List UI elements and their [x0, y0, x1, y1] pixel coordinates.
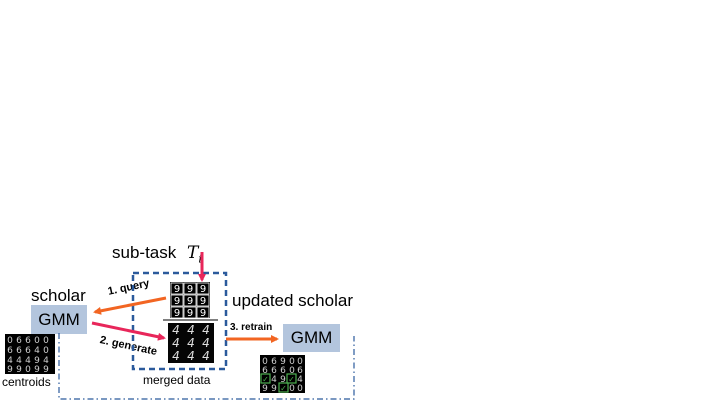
updated-scholar-label: updated scholar	[232, 291, 353, 310]
svg-text:9: 9	[271, 384, 277, 394]
updated-gmm-box: GMM	[283, 324, 340, 352]
svg-text:9: 9	[200, 296, 206, 307]
svg-text:6: 6	[25, 346, 31, 356]
svg-text:✓: ✓	[262, 375, 269, 384]
query-step-label: 1. query	[106, 277, 151, 298]
svg-text:4: 4	[34, 346, 40, 356]
svg-text:6: 6	[16, 336, 22, 346]
svg-text:6: 6	[271, 357, 277, 367]
updated-gmm-label: GMM	[290, 328, 333, 347]
svg-text:0: 0	[297, 384, 303, 394]
scholar-label: scholar	[31, 286, 86, 305]
svg-text:6: 6	[297, 366, 303, 376]
scholar-gmm-box: GMM	[31, 305, 87, 334]
svg-text:9: 9	[187, 308, 193, 319]
subtask-symbol: Ti	[186, 243, 202, 266]
svg-text:4: 4	[7, 356, 13, 366]
svg-text:0: 0	[289, 357, 295, 367]
generate-step-label: 2. generate	[98, 334, 159, 358]
centroids-label: centroids	[2, 375, 51, 389]
svg-text:4: 4	[187, 336, 195, 350]
svg-text:9: 9	[16, 365, 22, 375]
svg-text:4: 4	[172, 323, 180, 337]
scholar-gmm-label: GMM	[38, 309, 80, 329]
svg-text:0: 0	[43, 336, 49, 346]
svg-text:9: 9	[187, 284, 193, 295]
svg-text:9: 9	[34, 365, 40, 375]
svg-text:9: 9	[34, 356, 40, 366]
svg-text:0: 0	[34, 336, 40, 346]
query-arrow	[93, 296, 167, 315]
svg-text:9: 9	[174, 296, 180, 307]
svg-text:9: 9	[43, 365, 49, 375]
svg-text:4: 4	[172, 336, 180, 350]
svg-text:0: 0	[297, 357, 303, 367]
svg-text:4: 4	[187, 349, 195, 363]
svg-text:0: 0	[289, 384, 295, 394]
svg-text:4: 4	[202, 323, 210, 337]
svg-text:0: 0	[43, 346, 49, 356]
svg-text:6: 6	[16, 346, 22, 356]
svg-text:9: 9	[200, 308, 206, 319]
svg-text:9: 9	[200, 284, 206, 295]
svg-text:9: 9	[7, 365, 13, 375]
svg-text:✓: ✓	[280, 384, 287, 393]
svg-text:6: 6	[25, 336, 31, 346]
subtask-text: sub-task	[112, 243, 177, 262]
svg-text:9: 9	[187, 296, 193, 307]
svg-text:6: 6	[271, 366, 277, 376]
svg-text:4: 4	[16, 356, 22, 366]
svg-text:4: 4	[202, 336, 210, 350]
svg-text:✓: ✓	[288, 375, 295, 384]
svg-text:4: 4	[43, 356, 49, 366]
svg-text:4: 4	[202, 349, 210, 363]
svg-text:9: 9	[280, 375, 286, 385]
svg-text:0: 0	[289, 366, 295, 376]
svg-text:6: 6	[262, 366, 268, 376]
svg-text:6: 6	[7, 346, 13, 356]
svg-text:4: 4	[297, 375, 303, 385]
svg-text:4: 4	[25, 356, 31, 366]
svg-text:4: 4	[271, 375, 277, 385]
svg-text:9: 9	[280, 357, 286, 367]
retrain-step-label: 3. retrain	[230, 322, 273, 333]
merged-data-label: merged data	[143, 373, 211, 387]
svg-text:9: 9	[174, 284, 180, 295]
svg-text:0: 0	[262, 357, 268, 367]
svg-text:4: 4	[187, 323, 195, 337]
svg-text:4: 4	[172, 349, 180, 363]
svg-text:6: 6	[280, 366, 286, 376]
svg-text:0: 0	[7, 336, 13, 346]
svg-text:0: 0	[25, 365, 31, 375]
subtask-label: sub-task Ti	[112, 243, 202, 265]
svg-text:9: 9	[262, 384, 268, 394]
svg-text:9: 9	[174, 308, 180, 319]
